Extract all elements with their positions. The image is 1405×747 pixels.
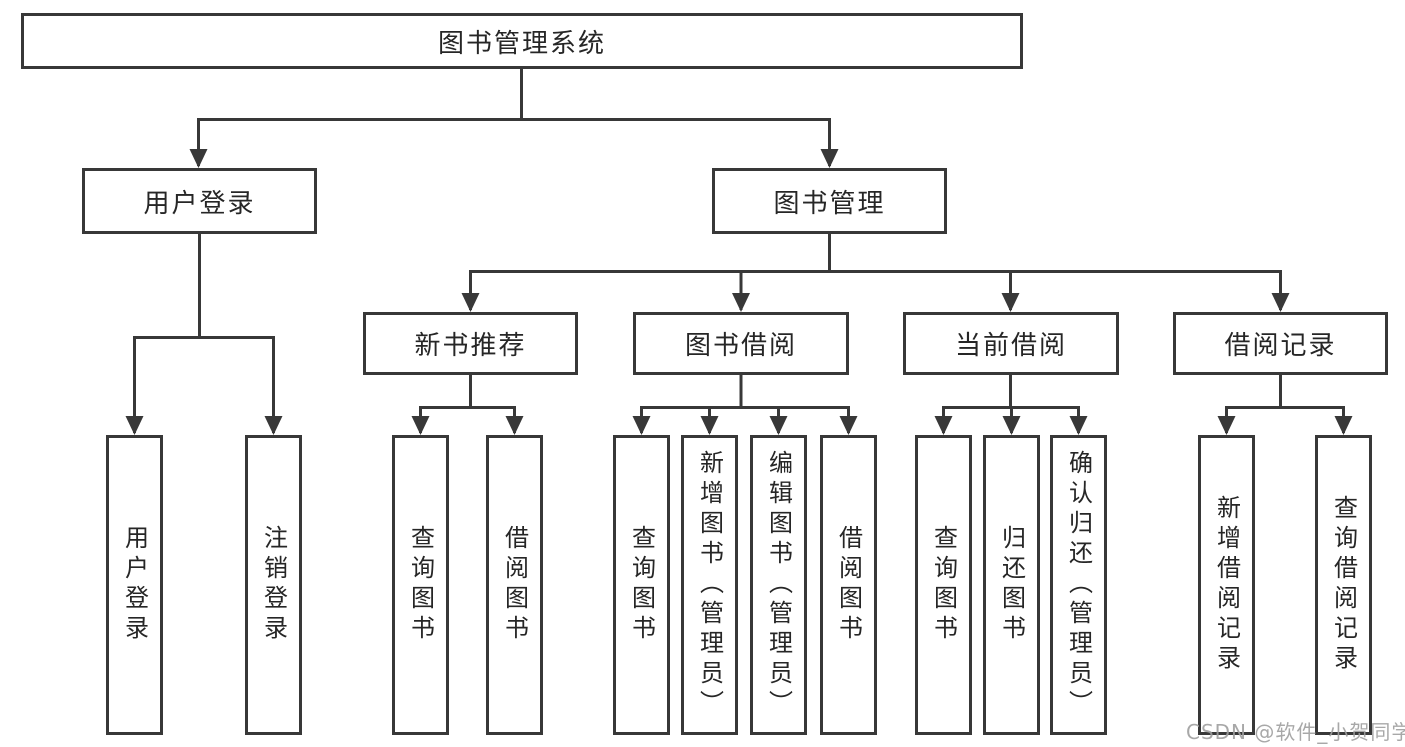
node-label: 查询图书 bbox=[627, 525, 656, 645]
node-book-borrowing: 图书借阅 bbox=[633, 312, 849, 375]
node-label: 图书管理 bbox=[773, 188, 886, 219]
leaf-recommend-query-book: 查询图书 bbox=[392, 435, 449, 735]
node-new-book-recommendation: 新书推荐 bbox=[363, 312, 578, 375]
node-label: 查询图书 bbox=[929, 525, 958, 645]
node-label: 用户登录 bbox=[143, 188, 256, 219]
leaf-user-login: 用户登录 bbox=[106, 435, 163, 735]
node-label: 确认归还（管理员） bbox=[1064, 450, 1093, 720]
leaf-current-confirm-return-admin: 确认归还（管理员） bbox=[1050, 435, 1107, 735]
node-user-login: 用户登录 bbox=[82, 168, 317, 234]
leaf-recommend-borrow-book: 借阅图书 bbox=[486, 435, 543, 735]
node-label: 图书借阅 bbox=[684, 331, 797, 361]
node-library-management-system: 图书管理系统 bbox=[21, 13, 1023, 69]
leaf-borrowing-borrow-book: 借阅图书 bbox=[820, 435, 877, 735]
node-label: 归还图书 bbox=[997, 525, 1026, 645]
node-label: 借阅图书 bbox=[834, 525, 863, 645]
csdn-watermark: CSDN @软件_小贺同学 bbox=[1186, 720, 1405, 744]
node-label: 图书管理系统 bbox=[437, 28, 606, 59]
node-label: 新增图书（管理员） bbox=[695, 450, 724, 720]
node-label: 注销登录 bbox=[259, 525, 288, 645]
leaf-borrowing-edit-book-admin: 编辑图书（管理员） bbox=[750, 435, 807, 735]
node-label: 新增借阅记录 bbox=[1212, 495, 1241, 675]
node-label: 用户登录 bbox=[120, 525, 149, 645]
node-label: 当前借阅 bbox=[954, 331, 1067, 361]
node-book-management: 图书管理 bbox=[712, 168, 947, 234]
leaf-borrowing-add-book-admin: 新增图书（管理员） bbox=[681, 435, 738, 735]
node-borrowing-records: 借阅记录 bbox=[1173, 312, 1388, 375]
node-label: 借阅记录 bbox=[1224, 331, 1337, 361]
leaf-records-add-borrow-record: 新增借阅记录 bbox=[1198, 435, 1255, 735]
leaf-borrowing-query-book: 查询图书 bbox=[613, 435, 670, 735]
leaf-current-query-book: 查询图书 bbox=[915, 435, 972, 735]
node-label: 编辑图书（管理员） bbox=[764, 450, 793, 720]
node-label: 查询图书 bbox=[406, 525, 435, 645]
node-label: 新书推荐 bbox=[414, 331, 527, 361]
leaf-current-return-book: 归还图书 bbox=[983, 435, 1040, 735]
node-label: 查询借阅记录 bbox=[1329, 495, 1358, 675]
leaf-records-query-borrow-record: 查询借阅记录 bbox=[1315, 435, 1372, 735]
node-current-borrowing: 当前借阅 bbox=[903, 312, 1119, 375]
node-label: 借阅图书 bbox=[500, 525, 529, 645]
leaf-logout: 注销登录 bbox=[245, 435, 302, 735]
